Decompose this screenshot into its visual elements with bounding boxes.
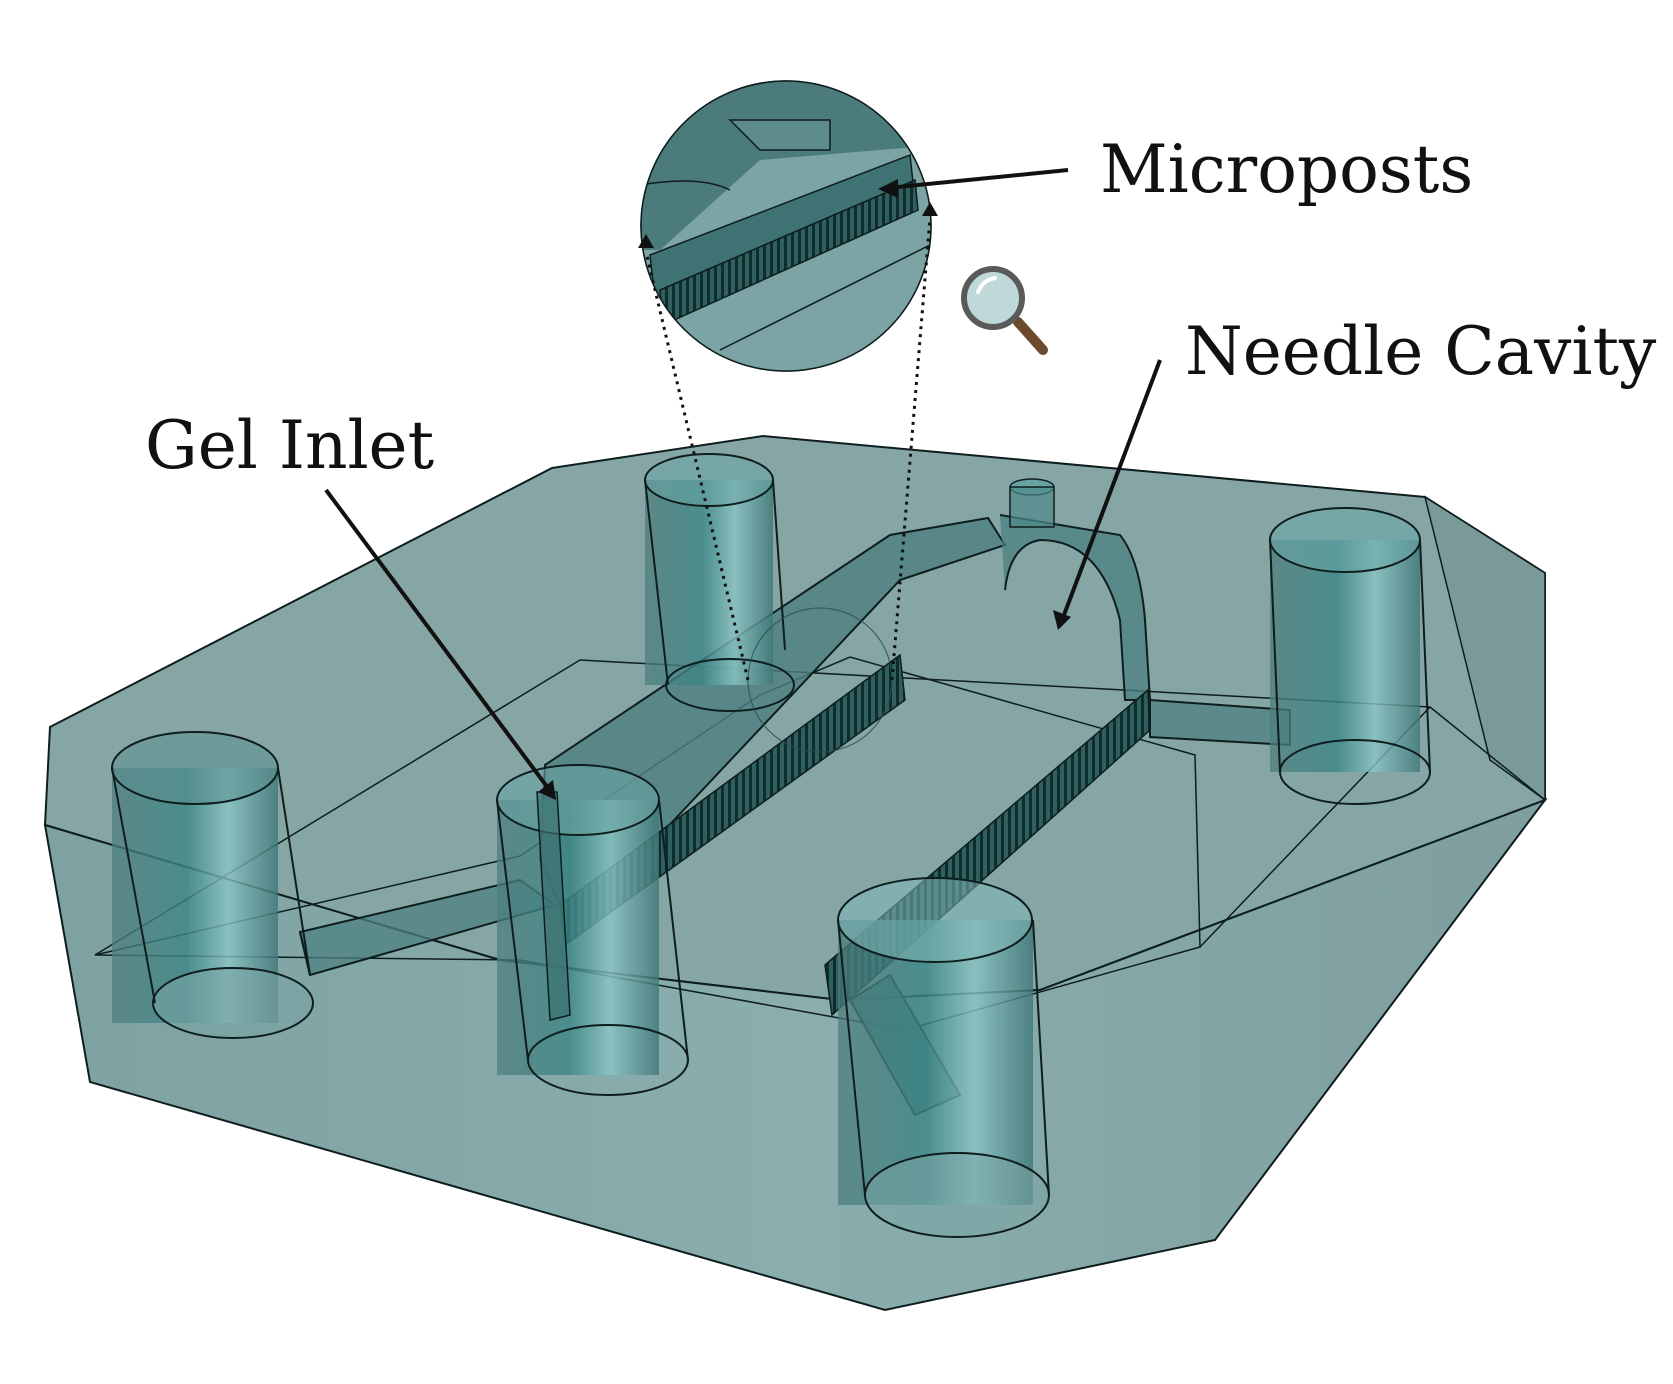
label-microposts-text: Microposts <box>1100 131 1473 208</box>
reservoir-top-center <box>644 453 795 712</box>
label-needle-cavity-text: Needle Cavity <box>1185 313 1657 390</box>
reservoir-left <box>111 731 314 1039</box>
reservoir-right <box>1269 507 1431 805</box>
label-gel-inlet-text: Gel Inlet <box>145 407 434 484</box>
needle-cavity-arch <box>999 514 1152 701</box>
label-microposts: Microposts <box>878 131 1473 208</box>
reservoir-front <box>837 877 1050 1238</box>
label-gel-inlet: Gel Inlet <box>145 407 556 800</box>
zoom-projection-lines <box>638 202 938 681</box>
reservoir-gel-inlet <box>496 764 689 1096</box>
label-needle-cavity: Needle Cavity <box>1053 313 1657 630</box>
magnifier-icon <box>961 266 1048 355</box>
device-body <box>43 434 1548 1312</box>
zoom-inset <box>640 80 932 372</box>
